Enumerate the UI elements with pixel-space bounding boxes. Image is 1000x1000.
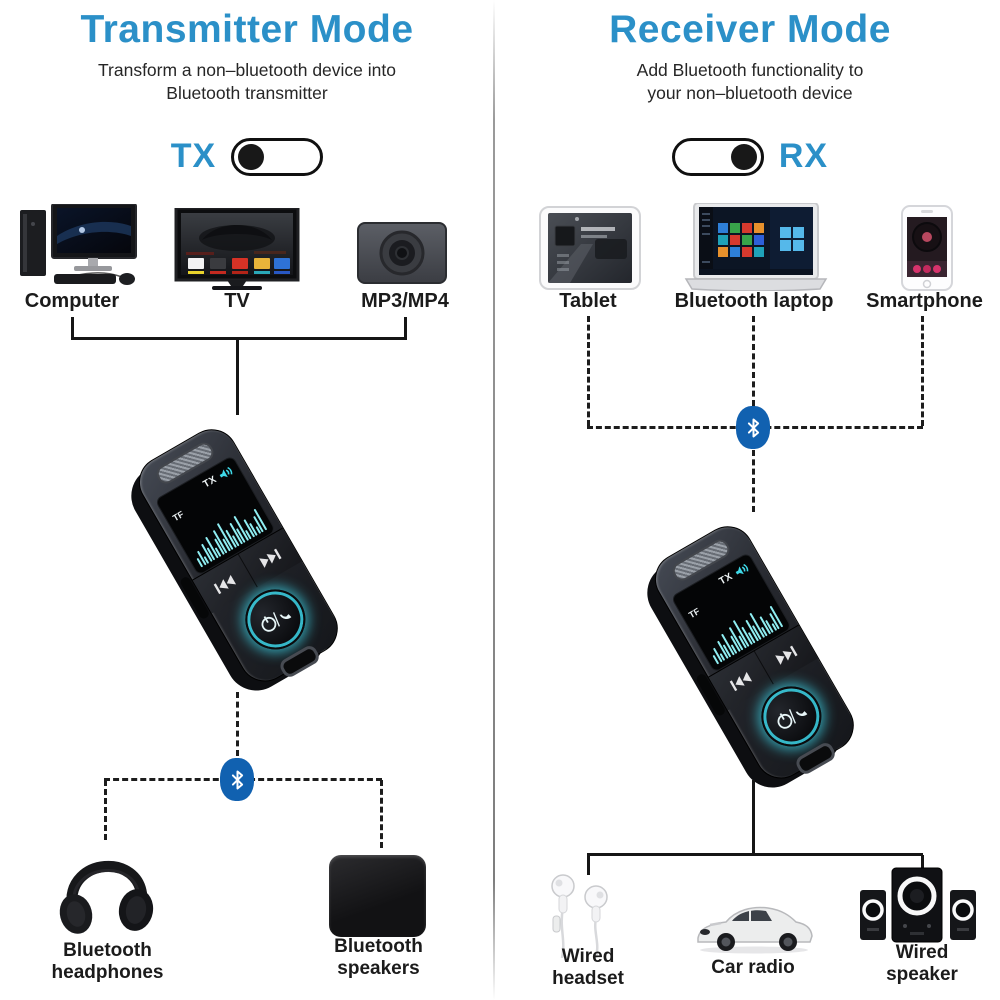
car-radio-label: Car radio: [711, 957, 795, 978]
bluetooth-headphones-icon: [50, 842, 162, 945]
tx-label: TX: [170, 137, 217, 175]
transmitter-subtitle-line1: Transform a non–bluetooth device into: [97, 60, 396, 80]
tablet-icon: [539, 206, 641, 295]
receiver-subtitle-line2: your non–bluetooth device: [647, 83, 853, 104]
connector-line: [752, 450, 755, 512]
signal-icon: [735, 563, 749, 575]
receiver-subtitle-line1: Add Bluetooth functionality to: [636, 60, 864, 80]
bluetooth-adapter-device: TX TF: [112, 415, 362, 702]
prev-track-button[interactable]: [193, 555, 257, 614]
transmitter-subtitle: Transform a non–bluetooth device into Bl…: [0, 59, 494, 105]
bluetooth-laptop-label: Bluetooth laptop: [674, 290, 834, 312]
connector-line: [236, 692, 239, 756]
connector-line: [71, 317, 74, 337]
bluetooth-icon: [220, 758, 254, 801]
device-front-face: TX TF: [129, 419, 348, 691]
power-call-button[interactable]: [750, 675, 833, 758]
tx-toggle-knob: [238, 143, 265, 170]
device-screen: TX TF: [154, 454, 277, 577]
bluetooth-headphones-label: Bluetooth headphones: [51, 940, 164, 984]
connector-line: [404, 317, 407, 337]
next-icon: [259, 548, 282, 568]
tx-toggle-row: TX: [0, 137, 494, 176]
computer-label: Computer: [24, 290, 120, 312]
transmitter-subtitle-line2: Bluetooth transmitter: [166, 83, 328, 104]
laptop-icon: [682, 202, 830, 296]
signal-icon: [219, 466, 233, 478]
connector-line: [587, 855, 590, 875]
connector-line: [104, 780, 107, 840]
power-call-button[interactable]: [234, 578, 317, 661]
prev-icon: [729, 671, 752, 691]
wired-earbuds-icon: [541, 870, 637, 963]
next-track-button[interactable]: [237, 528, 302, 588]
connector-line: [921, 855, 924, 875]
connector-line: [921, 316, 924, 426]
tx-toggle-switch[interactable]: [231, 137, 324, 176]
connector-line: [587, 316, 590, 426]
mp3-player-icon: [357, 222, 447, 289]
wired-speakers-icon: [858, 864, 978, 959]
usb-c-port: [793, 740, 838, 777]
connector-line: [587, 853, 923, 856]
prev-track-button[interactable]: [709, 652, 773, 711]
connector-line: [752, 316, 755, 406]
smartphone-label: Smartphone: [866, 290, 983, 312]
bluetooth-speakers-label: Bluetooth speakers: [334, 936, 423, 980]
power-phone-icon: [777, 709, 808, 729]
prev-icon: [213, 574, 236, 594]
tablet-label: Tablet: [559, 290, 617, 312]
bluetooth-adapter-device: TX TF: [628, 512, 878, 799]
smartphone-icon: [901, 205, 953, 296]
transmitter-mode-title: Transmitter Mode: [80, 8, 414, 51]
rx-toggle-row: RX: [502, 137, 998, 176]
connector-line: [71, 337, 407, 340]
column-divider: [493, 0, 495, 1000]
bluetooth-icon: [736, 406, 770, 449]
rx-toggle-knob: [730, 143, 757, 170]
next-track-button[interactable]: [753, 625, 818, 685]
next-icon: [775, 645, 798, 665]
tv-label: TV: [224, 290, 250, 312]
power-phone-icon: [261, 612, 292, 632]
connector-line: [236, 339, 239, 415]
rx-toggle-switch[interactable]: [671, 137, 764, 176]
receiver-mode-title: Receiver Mode: [609, 8, 891, 51]
device-front-face: TX TF: [645, 516, 864, 788]
computer-icon: [18, 203, 144, 295]
mp3-label: MP3/MP4: [361, 290, 449, 312]
wired-headset-label: Wired headset: [552, 946, 624, 990]
device-screen: TX TF: [670, 551, 793, 674]
connector-line: [752, 780, 755, 853]
receiver-subtitle: Add Bluetooth functionality to your non–…: [502, 59, 998, 105]
wired-speaker-label: Wired speaker: [886, 942, 958, 986]
car-icon: [692, 890, 816, 963]
tv-icon: [172, 206, 302, 297]
rx-label: RX: [778, 137, 829, 175]
bluetooth-speaker-icon: [329, 855, 426, 937]
usb-c-port: [277, 643, 322, 680]
connector-line: [380, 780, 383, 848]
